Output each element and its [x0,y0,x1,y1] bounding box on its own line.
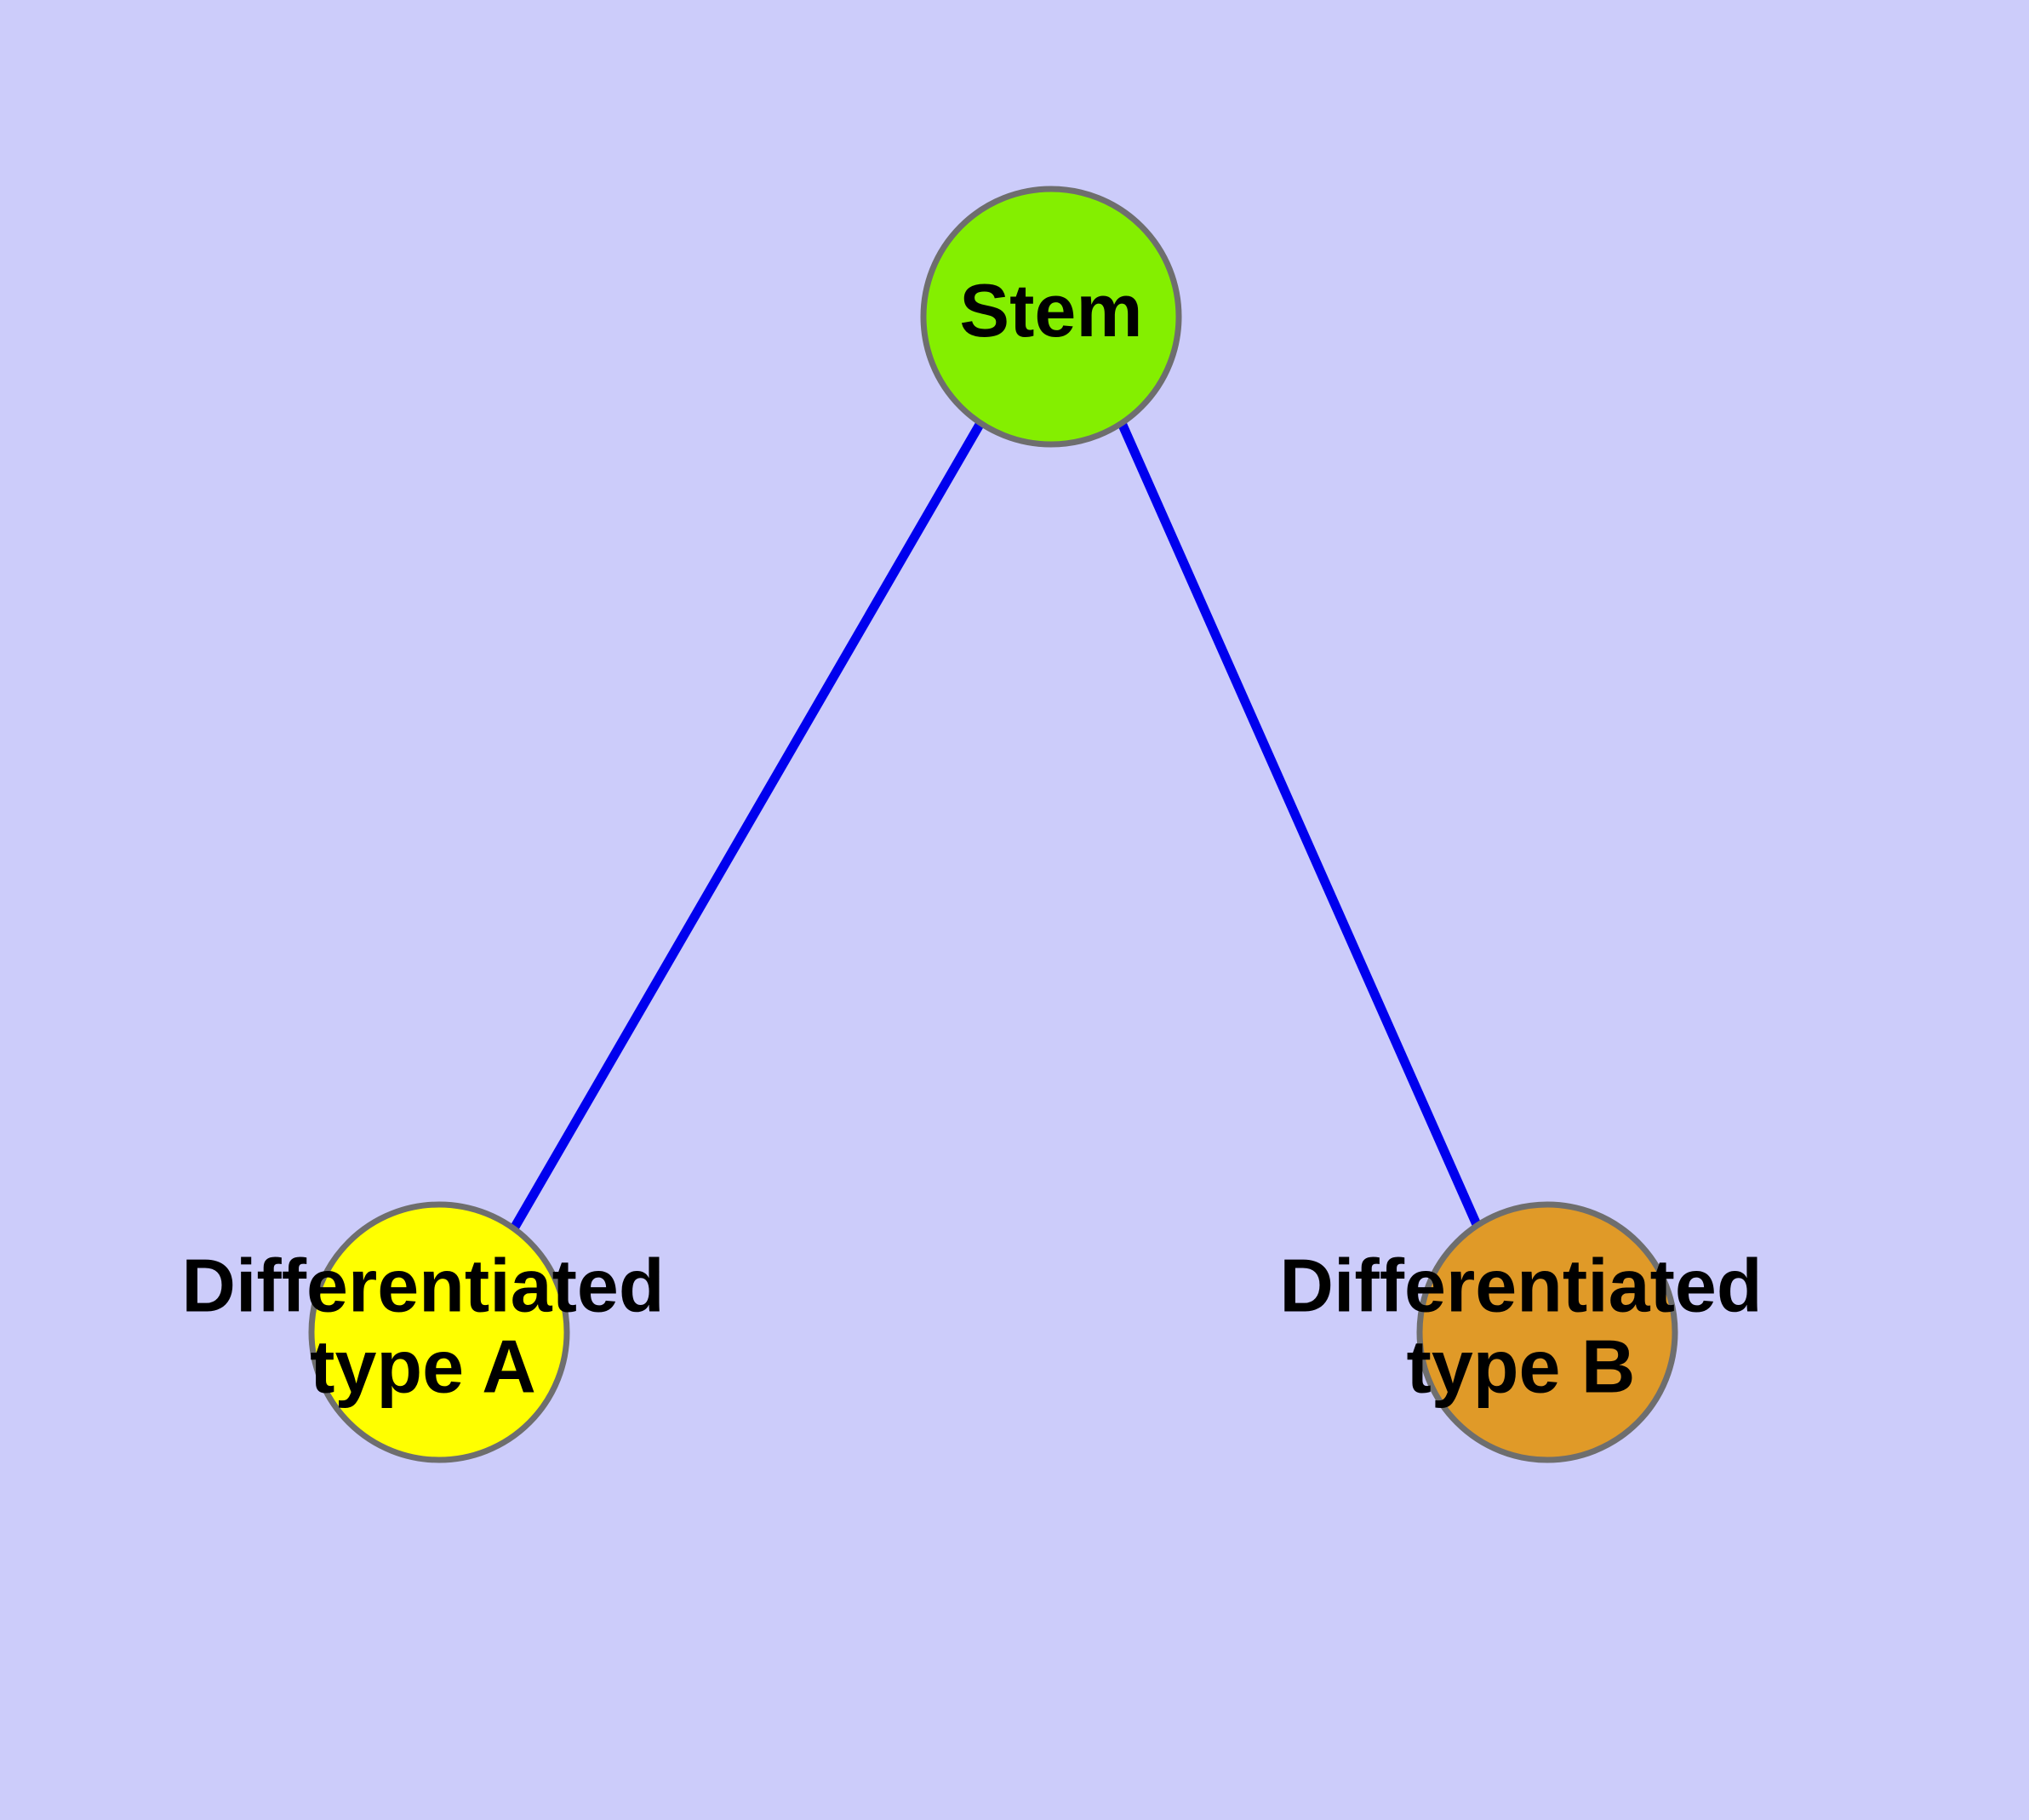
node-stem-label: Stem [959,268,1142,352]
node-differentiated-type-b[interactable] [1416,1201,1678,1463]
node-stem-circle[interactable] [920,186,1182,448]
nodes-layer [308,186,1678,1463]
node-stem[interactable] [920,186,1182,448]
edge-stem-to-differentiated-type-b[interactable] [1117,421,1483,1231]
node-differentiated-type-b-circle[interactable] [1416,1201,1678,1463]
node-label-line: Differentiated [181,1244,664,1328]
node-differentiated-type-a[interactable] [308,1201,570,1463]
node-label-line: type B [1407,1325,1636,1409]
node-label-line: Differentiated [1279,1244,1762,1328]
edges-layer [510,421,1483,1231]
node-label-line: type A [310,1325,536,1409]
edge-stem-to-differentiated-type-a[interactable] [510,421,985,1231]
node-label-line: Stem [959,268,1142,352]
node-differentiated-type-a-circle[interactable] [308,1201,570,1463]
